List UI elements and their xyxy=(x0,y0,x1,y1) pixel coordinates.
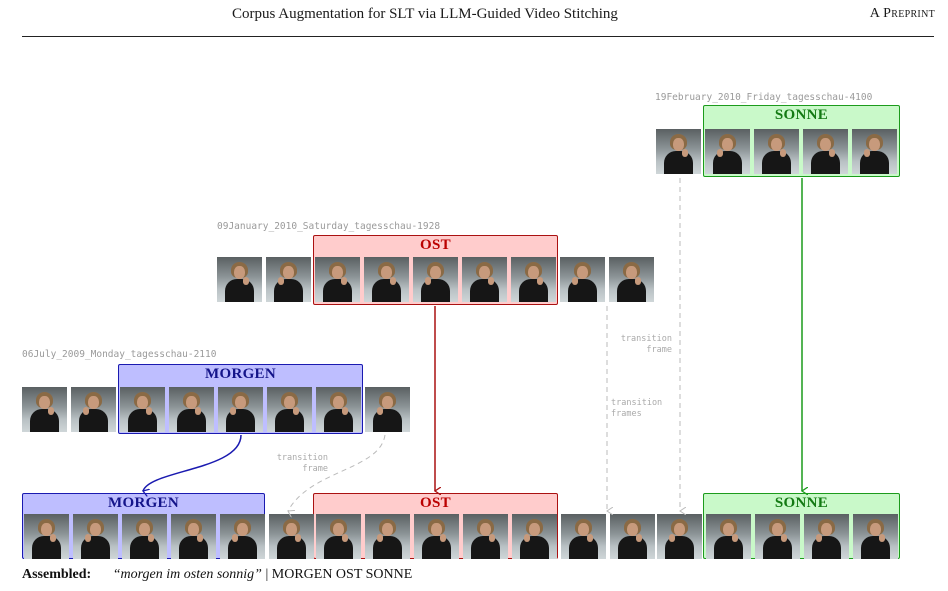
video-frame-ost-source xyxy=(560,257,605,302)
video-frame-ost-source xyxy=(462,257,507,302)
transition-label-morgen-text: transition frame xyxy=(276,453,328,474)
assembled-glosses: MORGEN OST SONNE xyxy=(271,567,413,582)
video-frame-assembled xyxy=(463,514,508,559)
assembled-label: Assembled: xyxy=(22,567,92,582)
gloss-label-sonne-assembled: SONNE xyxy=(774,495,829,511)
transition-label-morgen: transition frame xyxy=(262,453,328,475)
assembled-caption: Assembled: “morgen im osten sonnig” | MO… xyxy=(22,567,412,583)
gloss-label-ost-source: OST xyxy=(420,237,451,253)
video-frame-assembled xyxy=(561,514,606,559)
transition-arrow-morgen xyxy=(288,434,386,511)
video-frame-assembled xyxy=(122,514,167,559)
transition-label-sonne-text: transition frame xyxy=(620,334,672,355)
gloss-label-sonne-source: SONNE xyxy=(774,107,829,123)
video-frame-morgen-source xyxy=(120,387,165,432)
video-frame-morgen-source xyxy=(169,387,214,432)
video-frame-assembled xyxy=(220,514,265,559)
assembled-sentence: “morgen im osten sonnig” xyxy=(112,567,262,582)
video-frame-assembled xyxy=(269,514,314,559)
video-frame-ost-source xyxy=(609,257,654,302)
video-frame-morgen-source xyxy=(365,387,410,432)
video-frame-sonne-source xyxy=(656,129,701,174)
assembled-separator: | xyxy=(265,567,269,582)
video-frame-ost-source xyxy=(511,257,556,302)
video-frame-assembled xyxy=(610,514,655,559)
video-frame-ost-source xyxy=(413,257,458,302)
transition-label-sonne: transition frame xyxy=(606,334,672,356)
video-id-morgen: 06July_2009_Monday_tagesschau-2110 xyxy=(22,349,217,360)
video-frame-sonne-source xyxy=(803,129,848,174)
video-frame-ost-source xyxy=(364,257,409,302)
video-frame-assembled xyxy=(171,514,216,559)
gloss-label-ost-assembled: OST xyxy=(420,495,451,511)
video-frame-morgen-source xyxy=(71,387,116,432)
video-frame-assembled xyxy=(853,514,898,559)
video-frame-morgen-source xyxy=(316,387,361,432)
page-header: Corpus Augmentation for SLT via LLM-Guid… xyxy=(0,0,948,38)
video-id-ost: 09January_2010_Saturday_tagesschau-1928 xyxy=(217,221,441,232)
video-frame-assembled xyxy=(512,514,557,559)
video-frame-morgen-source xyxy=(22,387,67,432)
video-frame-ost-source xyxy=(217,257,262,302)
transition-label-ost-text: transition frames xyxy=(611,398,663,419)
video-frame-sonne-source xyxy=(705,129,750,174)
header-rule xyxy=(22,36,934,37)
video-frame-assembled xyxy=(316,514,361,559)
video-frame-assembled xyxy=(706,514,751,559)
video-frame-assembled xyxy=(804,514,849,559)
video-frame-assembled xyxy=(414,514,459,559)
video-frame-assembled xyxy=(24,514,69,559)
arrow-morgen xyxy=(143,434,242,491)
video-frame-morgen-source xyxy=(218,387,263,432)
video-frame-morgen-source xyxy=(267,387,312,432)
preprint-label: A Preprint xyxy=(869,6,935,21)
gloss-label-morgen-source: MORGEN xyxy=(205,366,276,382)
running-title: Corpus Augmentation for SLT via LLM-Guid… xyxy=(232,6,618,22)
gloss-label-morgen-assembled: MORGEN xyxy=(108,495,179,511)
video-frame-assembled xyxy=(365,514,410,559)
video-id-sonne: 19February_2010_Friday_tagesschau-4100 xyxy=(655,92,873,103)
video-frame-assembled xyxy=(755,514,800,559)
video-frame-sonne-source xyxy=(852,129,897,174)
video-frame-ost-source xyxy=(315,257,360,302)
transition-label-ost: transition frames xyxy=(611,398,662,420)
video-frame-assembled xyxy=(73,514,118,559)
video-frame-sonne-source xyxy=(754,129,799,174)
video-frame-ost-source xyxy=(266,257,311,302)
video-frame-assembled xyxy=(657,514,702,559)
